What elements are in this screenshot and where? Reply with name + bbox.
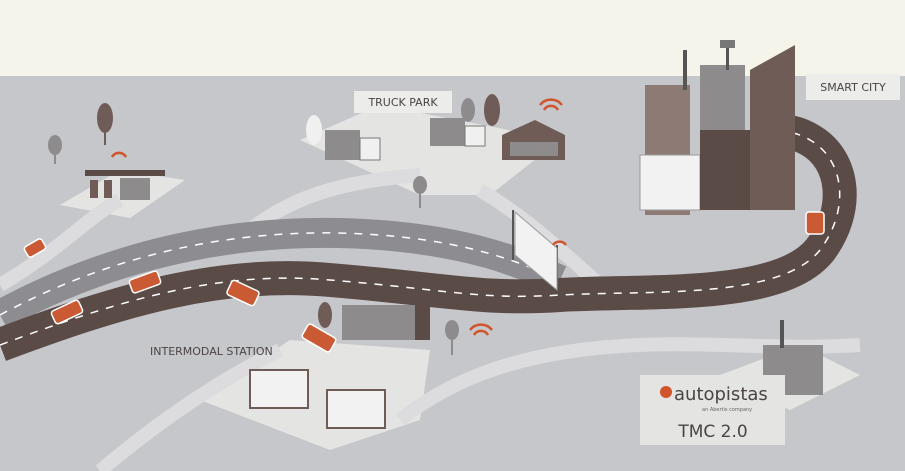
service-station bbox=[85, 170, 165, 200]
tree-icons bbox=[48, 94, 500, 355]
toll-gantry bbox=[512, 210, 558, 292]
truck-park-text: TRUCK PARK bbox=[367, 96, 438, 109]
truck-park-area bbox=[325, 118, 565, 161]
product-name: TMC 2.0 bbox=[677, 422, 747, 442]
smart-city-text: SMART CITY bbox=[820, 81, 886, 94]
car-icons bbox=[23, 211, 825, 353]
autopistas-logo-panel: autopistas an Abertis company TMC 2.0 bbox=[640, 375, 785, 445]
truck-park-label: TRUCK PARK bbox=[354, 91, 452, 113]
wall-background bbox=[0, 0, 905, 76]
wifi-signal-icons bbox=[110, 98, 568, 336]
intermodal-station-text: INTERMODAL STATION bbox=[150, 345, 273, 358]
secondary-roads bbox=[0, 168, 861, 471]
autopistas-logo-mark-icon bbox=[660, 386, 672, 398]
smart-city-label: SMART CITY bbox=[806, 74, 900, 100]
intermodal-station-area bbox=[249, 305, 430, 429]
smart-city-buildings bbox=[639, 40, 795, 215]
brand-name: autopistas bbox=[674, 384, 768, 405]
brand-tagline: an Abertis company bbox=[702, 407, 752, 413]
